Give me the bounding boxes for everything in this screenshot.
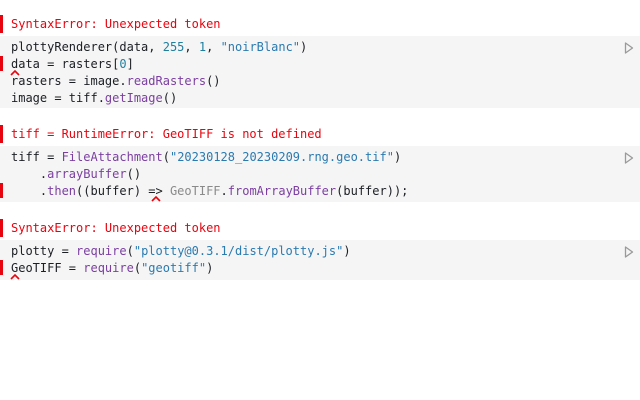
code-token: .	[11, 184, 48, 198]
code-line[interactable]: rasters = image.readRasters()	[11, 73, 221, 90]
caret-up-icon	[10, 70, 20, 76]
code-token: rasters = image.	[11, 74, 127, 88]
code-token: )	[393, 150, 402, 164]
code-token: )	[206, 261, 214, 275]
code-token: fromArrayBuffer	[227, 184, 337, 198]
code-token: (data,	[112, 40, 163, 54]
caret-up-icon	[151, 196, 161, 202]
code-token: 255	[162, 40, 185, 54]
code-token: plottyRenderer	[11, 40, 113, 54]
code-token: then	[47, 184, 77, 198]
error-message: SyntaxError: Unexpected token	[11, 17, 221, 31]
code-token: require	[83, 261, 134, 275]
error-indicator-bar	[0, 219, 3, 237]
code-token: "20230128_20230209.rng.geo.tif"	[169, 150, 394, 164]
code-token: ,	[206, 40, 221, 54]
cell-error-1: SyntaxError: Unexpected token	[0, 15, 640, 33]
code-token: (	[162, 150, 170, 164]
error-line-marker	[0, 260, 3, 275]
code-token: ((buffer) =>	[76, 184, 170, 198]
code-token: ()	[206, 74, 221, 88]
code-token: ,	[184, 40, 199, 54]
code-token: arrayBuffer	[47, 167, 127, 181]
code-token: .	[220, 184, 228, 198]
caret-up-icon	[10, 274, 20, 280]
code-token: ()	[162, 91, 178, 105]
code-line[interactable]: plotty = require("plotty@0.3.1/dist/plot…	[11, 243, 351, 260]
code-token: )	[343, 244, 351, 258]
code-editor-1[interactable]: plottyRenderer(data, 255, 1, "noirBlanc"…	[0, 36, 640, 108]
code-token: ()	[126, 167, 142, 181]
play-outline-icon[interactable]	[624, 152, 634, 164]
code-token: 1	[198, 40, 207, 54]
code-line[interactable]: GeoTIFF = require("geotiff")	[11, 260, 213, 277]
code-token: )	[300, 40, 308, 54]
error-indicator-bar	[0, 15, 3, 33]
code-token: "plotty@0.3.1/dist/plotty.js"	[133, 244, 344, 258]
code-line[interactable]: plottyRenderer(data, 255, 1, "noirBlanc"…	[11, 39, 307, 56]
cell-error-3: SyntaxError: Unexpected token	[0, 219, 640, 237]
code-token: (	[126, 244, 134, 258]
error-message: SyntaxError: Unexpected token	[11, 221, 221, 235]
code-token: (	[133, 261, 142, 275]
code-token: .	[11, 167, 48, 181]
code-line[interactable]: data = rasters[0]	[11, 56, 134, 73]
code-line[interactable]: image = tiff.getImage()	[11, 90, 177, 107]
error-line-marker	[0, 183, 3, 198]
code-line[interactable]: .arrayBuffer()	[11, 166, 141, 183]
code-token: readRasters	[126, 74, 207, 88]
play-outline-icon[interactable]	[624, 246, 634, 258]
code-token: (buffer));	[336, 184, 409, 198]
code-editor-3[interactable]: plotty = require("plotty@0.3.1/dist/plot…	[0, 240, 640, 280]
code-token: FileAttachment	[61, 150, 163, 164]
code-token: GeoTIFF	[169, 184, 221, 198]
code-token: "geotiff"	[141, 261, 207, 275]
code-token: plotty =	[11, 244, 77, 258]
error-message: tiff = RuntimeError: GeoTIFF is not defi…	[11, 127, 322, 141]
code-token: ]	[126, 57, 134, 71]
code-token: GeoTIFF =	[11, 261, 84, 275]
cell-error-2: tiff = RuntimeError: GeoTIFF is not defi…	[0, 125, 640, 143]
code-editor-2[interactable]: tiff = FileAttachment("20230128_20230209…	[0, 146, 640, 202]
play-outline-icon[interactable]	[624, 42, 634, 54]
code-token: 0	[119, 57, 127, 71]
code-line[interactable]: .then((buffer) => GeoTIFF.fromArrayBuffe…	[11, 183, 409, 200]
code-token: getImage	[104, 91, 163, 105]
code-token: image = tiff.	[11, 91, 105, 105]
code-token: data = rasters[	[11, 57, 120, 71]
code-token: tiff =	[11, 150, 62, 164]
error-line-marker	[0, 56, 3, 71]
code-token: "noirBlanc"	[220, 40, 301, 54]
error-indicator-bar	[0, 125, 3, 143]
code-line[interactable]: tiff = FileAttachment("20230128_20230209…	[11, 149, 401, 166]
code-token: require	[76, 244, 127, 258]
